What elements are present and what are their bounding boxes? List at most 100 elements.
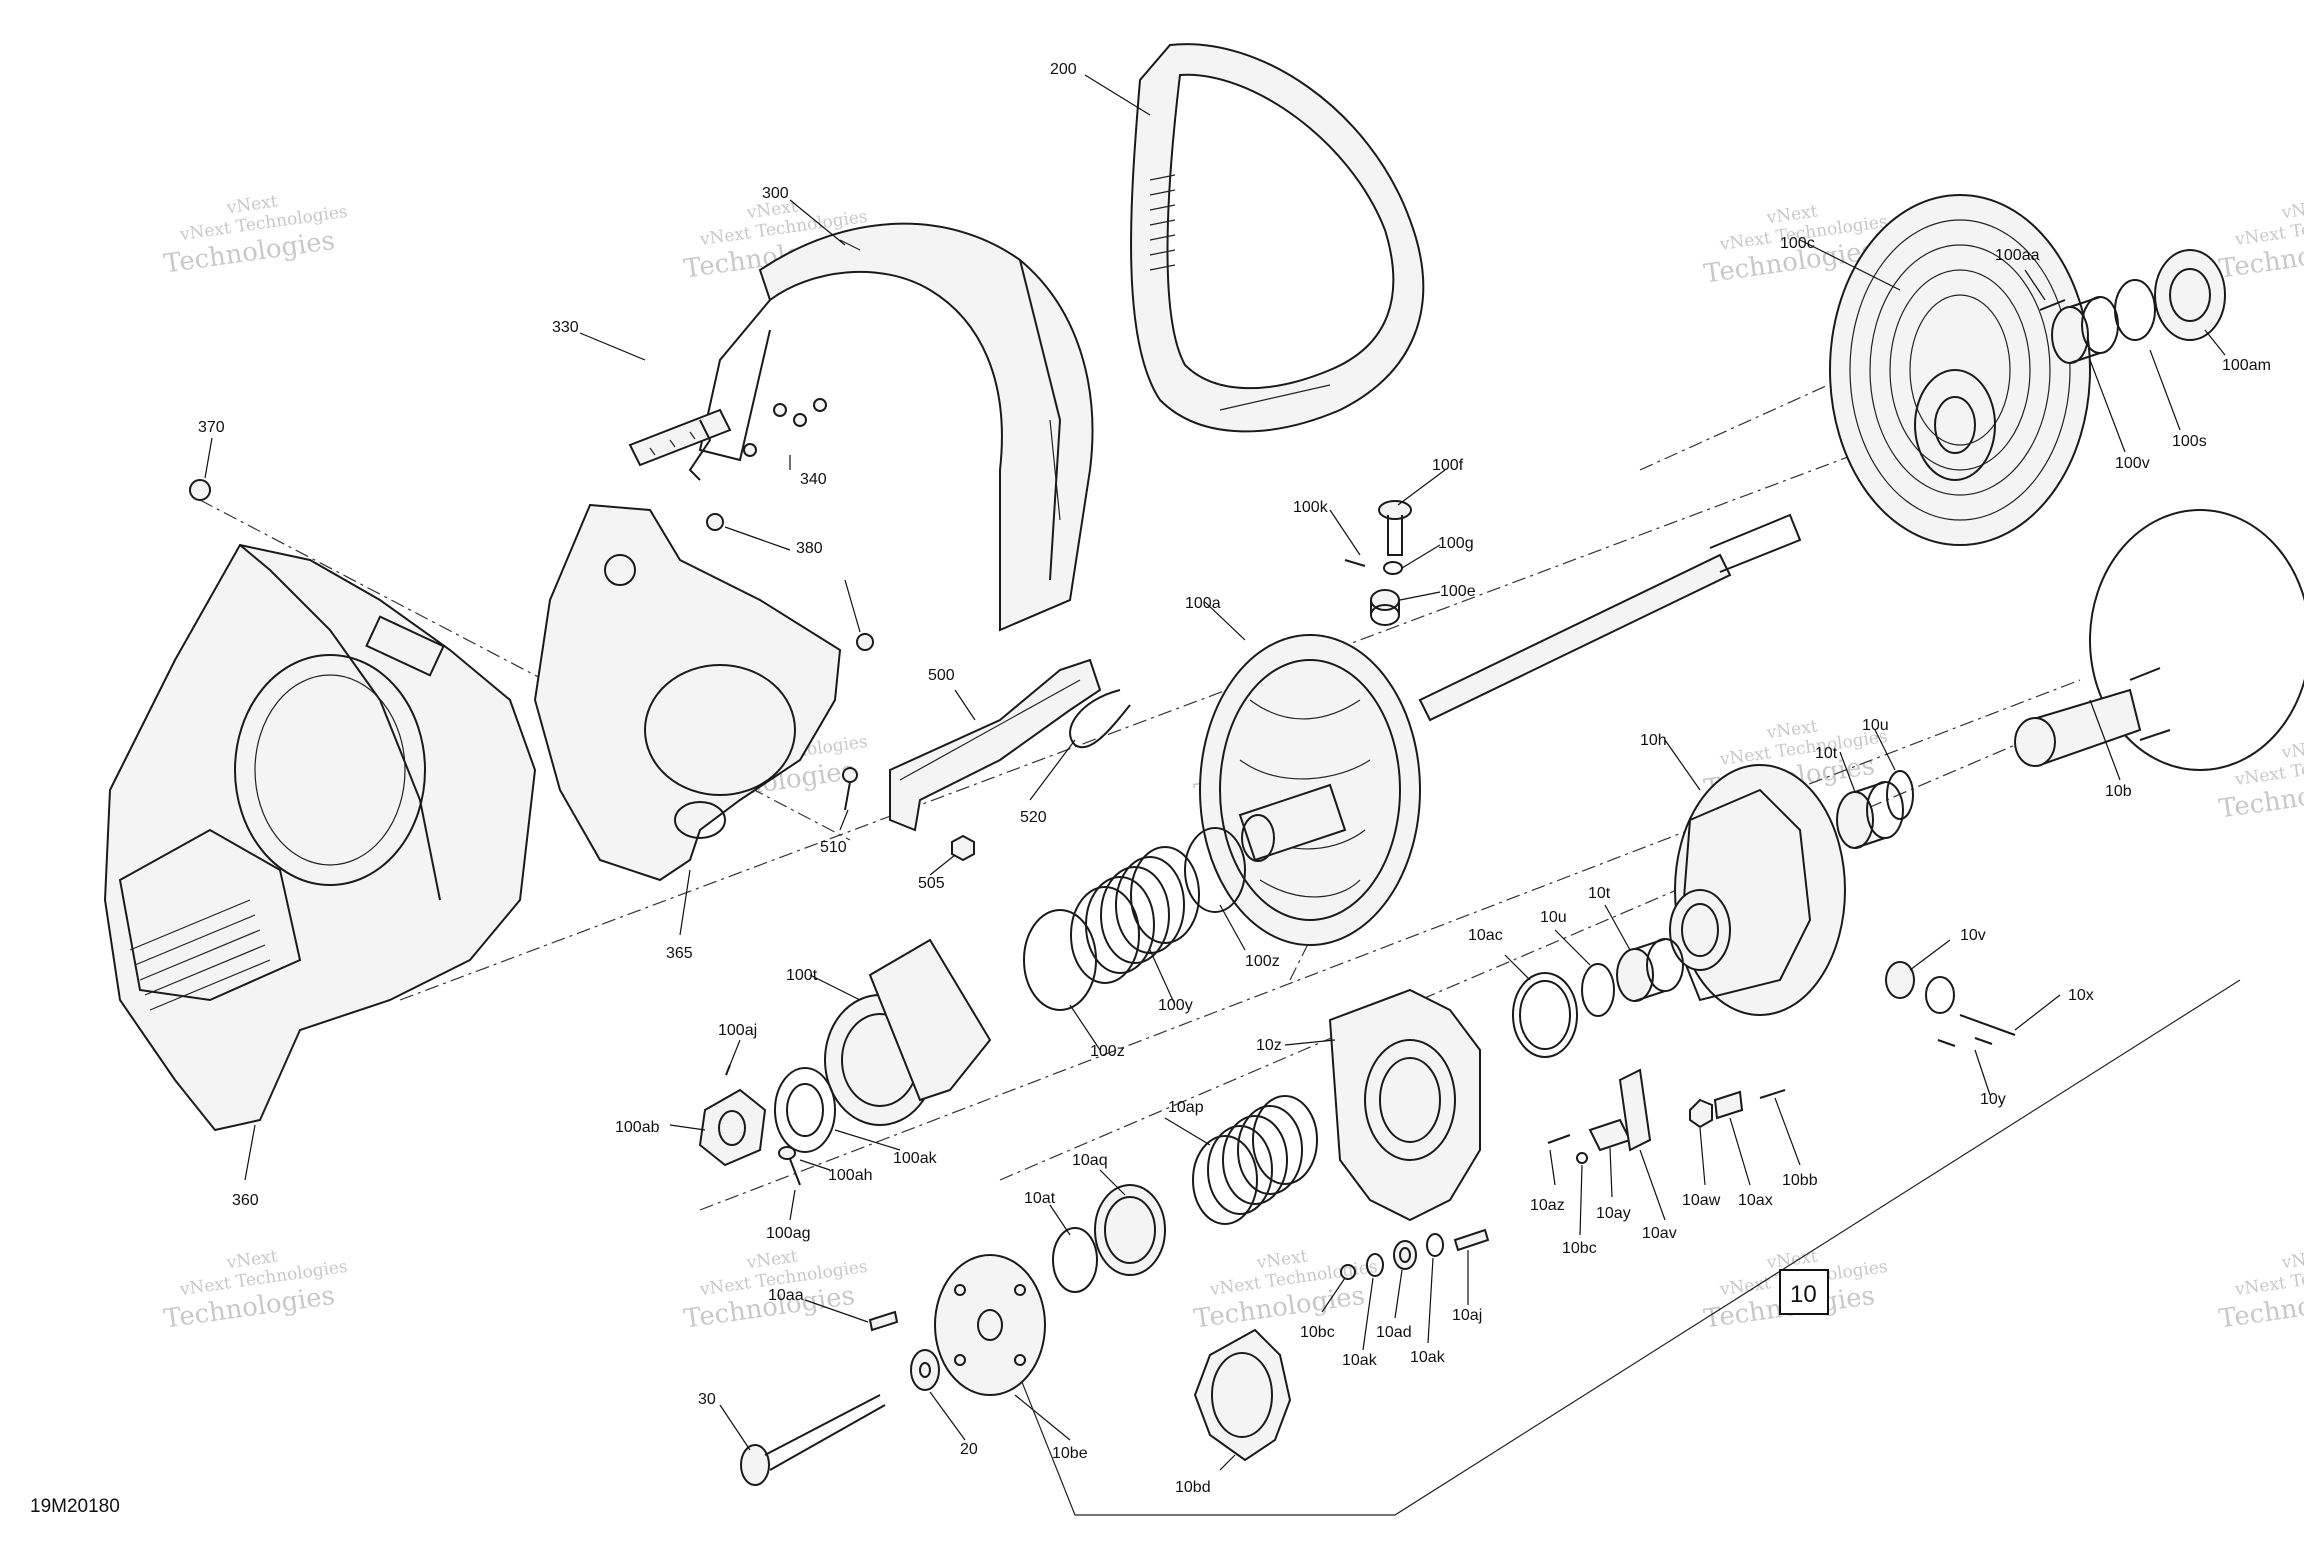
spider-100t[interactable]	[824, 938, 992, 1126]
bushing-10t[interactable]	[1616, 938, 1684, 1002]
cup-10b[interactable]	[2014, 509, 2304, 771]
label-20: 20	[960, 1441, 978, 1458]
ring-100s[interactable]	[2114, 279, 2156, 341]
label-100f: 100f	[1432, 457, 1464, 474]
washer-20[interactable]	[910, 1349, 940, 1391]
label-10ak-a: 10ak	[1342, 1352, 1378, 1369]
nut-10aw[interactable]	[1689, 1098, 1713, 1129]
washer-10bc-b[interactable]	[1576, 1152, 1588, 1164]
arm-10av[interactable]	[1618, 1068, 1652, 1152]
label-330: 330	[552, 319, 579, 336]
washer-10v[interactable]	[1885, 961, 1955, 1014]
bushing-10t-top[interactable]	[1836, 781, 1904, 849]
cover-365[interactable]	[533, 503, 842, 882]
fixed-sheave-100a[interactable]	[1199, 634, 1421, 946]
watermark: vNext vNext Technologies Technologies	[162, 1246, 349, 1334]
section-box-label: 10	[1790, 1281, 1817, 1308]
label-10ax: 10ax	[1738, 1192, 1773, 1209]
watermark: vNext vNext Technologies Technologies	[2217, 736, 2304, 824]
pin-10aj[interactable]	[1453, 1228, 1490, 1252]
label-10v: 10v	[1960, 927, 1986, 944]
label-10u: 10u	[1540, 909, 1567, 926]
hub-10z[interactable]	[1328, 988, 1481, 1222]
plug-370[interactable]	[189, 479, 211, 501]
label-100a: 100a	[1185, 595, 1221, 612]
spring-10ap[interactable]	[1192, 1095, 1318, 1225]
clips-380[interactable]	[706, 513, 874, 651]
label-10bb: 10bb	[1782, 1172, 1818, 1189]
label-10aw: 10aw	[1682, 1192, 1721, 1209]
label-10aq: 10aq	[1072, 1152, 1108, 1169]
label-200: 200	[1050, 61, 1077, 78]
screw-100ah[interactable]	[778, 1146, 801, 1186]
bracket-500[interactable]	[889, 658, 1102, 832]
watermark: vNext vNext Technologies Technologies	[1192, 1246, 1379, 1334]
pin-100aa[interactable]	[2039, 299, 2066, 311]
movable-sheave-10h[interactable]	[1669, 764, 1846, 1016]
plate-10be[interactable]	[934, 1254, 1046, 1396]
watermark: vNext vNext Technologies Technologies	[162, 191, 349, 279]
label-100t: 100t	[786, 967, 818, 984]
label-100am: 100am	[2222, 357, 2271, 374]
housing-360[interactable]	[103, 543, 537, 1132]
bolt-10bb[interactable]	[1759, 1089, 1786, 1099]
label-370: 370	[198, 419, 225, 436]
bolt-10x[interactable]	[1959, 1014, 2016, 1036]
pin-100k[interactable]	[1344, 559, 1366, 567]
label-365: 365	[666, 945, 693, 962]
ring-10u[interactable]	[1581, 963, 1615, 1017]
bolt-10az[interactable]	[1547, 1134, 1571, 1144]
ring-10at[interactable]	[1052, 1227, 1098, 1293]
nut-100ab[interactable]	[698, 1088, 767, 1167]
label-100g: 100g	[1438, 535, 1474, 552]
pin-10y[interactable]	[1937, 1037, 1993, 1047]
label-10b: 10b	[2105, 783, 2132, 800]
spring-100y[interactable]	[1070, 846, 1200, 984]
washer-10ax[interactable]	[1713, 1090, 1744, 1120]
label-300: 300	[762, 185, 789, 202]
ring-gear-10ac[interactable]	[1512, 972, 1578, 1058]
washer-100g[interactable]	[1383, 561, 1403, 575]
label-510: 510	[820, 839, 847, 856]
plate-10ay[interactable]	[1588, 1118, 1632, 1152]
bolt-100f[interactable]	[1378, 500, 1412, 556]
nut-505[interactable]	[951, 834, 975, 862]
leader-lines	[204, 74, 2226, 1471]
belt-200[interactable]	[1130, 43, 1425, 433]
guard-300[interactable]	[698, 222, 1094, 632]
screw-510[interactable]	[842, 767, 858, 811]
label-10bc-b: 10bc	[1562, 1240, 1597, 1257]
watermark: vNext vNext Technologies Technologies	[682, 1246, 869, 1334]
seal-10aq[interactable]	[1094, 1184, 1166, 1276]
bolt-30[interactable]	[740, 1394, 886, 1486]
spacer-100e[interactable]	[1370, 589, 1400, 626]
shaft-100[interactable]	[1418, 513, 1802, 722]
clip-520[interactable]	[1069, 689, 1131, 749]
label-100ab: 100ab	[615, 1119, 660, 1136]
sheave-disc-100c[interactable]	[1829, 194, 2091, 546]
washer-10ak-a[interactable]	[1366, 1253, 1384, 1277]
ring-100z-upper[interactable]	[1184, 827, 1246, 913]
seal-100am[interactable]	[2154, 249, 2226, 341]
screw-10aa[interactable]	[868, 1310, 899, 1332]
washer-100ak[interactable]	[774, 1067, 836, 1153]
label-100k: 100k	[1293, 499, 1329, 516]
label-100s: 100s	[2172, 433, 2207, 450]
label-10bd: 10bd	[1175, 1479, 1211, 1496]
label-520: 520	[1020, 809, 1047, 826]
bearing-10ad[interactable]	[1393, 1240, 1417, 1270]
drawing-code: 19M20180	[30, 1496, 120, 1517]
label-100aa: 100aa	[1995, 247, 2040, 264]
washer-10bc[interactable]	[1340, 1264, 1356, 1280]
bracket-330[interactable]	[628, 408, 732, 481]
label-10ac: 10ac	[1468, 927, 1503, 944]
screws-340[interactable]	[743, 398, 827, 457]
gasket-10bd[interactable]	[1193, 1328, 1292, 1462]
label-380: 380	[796, 540, 823, 557]
ring-10u-top[interactable]	[1886, 770, 1914, 820]
label-10bc-a: 10bc	[1300, 1324, 1335, 1341]
label-100ak: 100ak	[893, 1150, 938, 1167]
washer-10ak-b[interactable]	[1426, 1233, 1444, 1257]
label-100z-b: 100z	[1090, 1043, 1125, 1060]
